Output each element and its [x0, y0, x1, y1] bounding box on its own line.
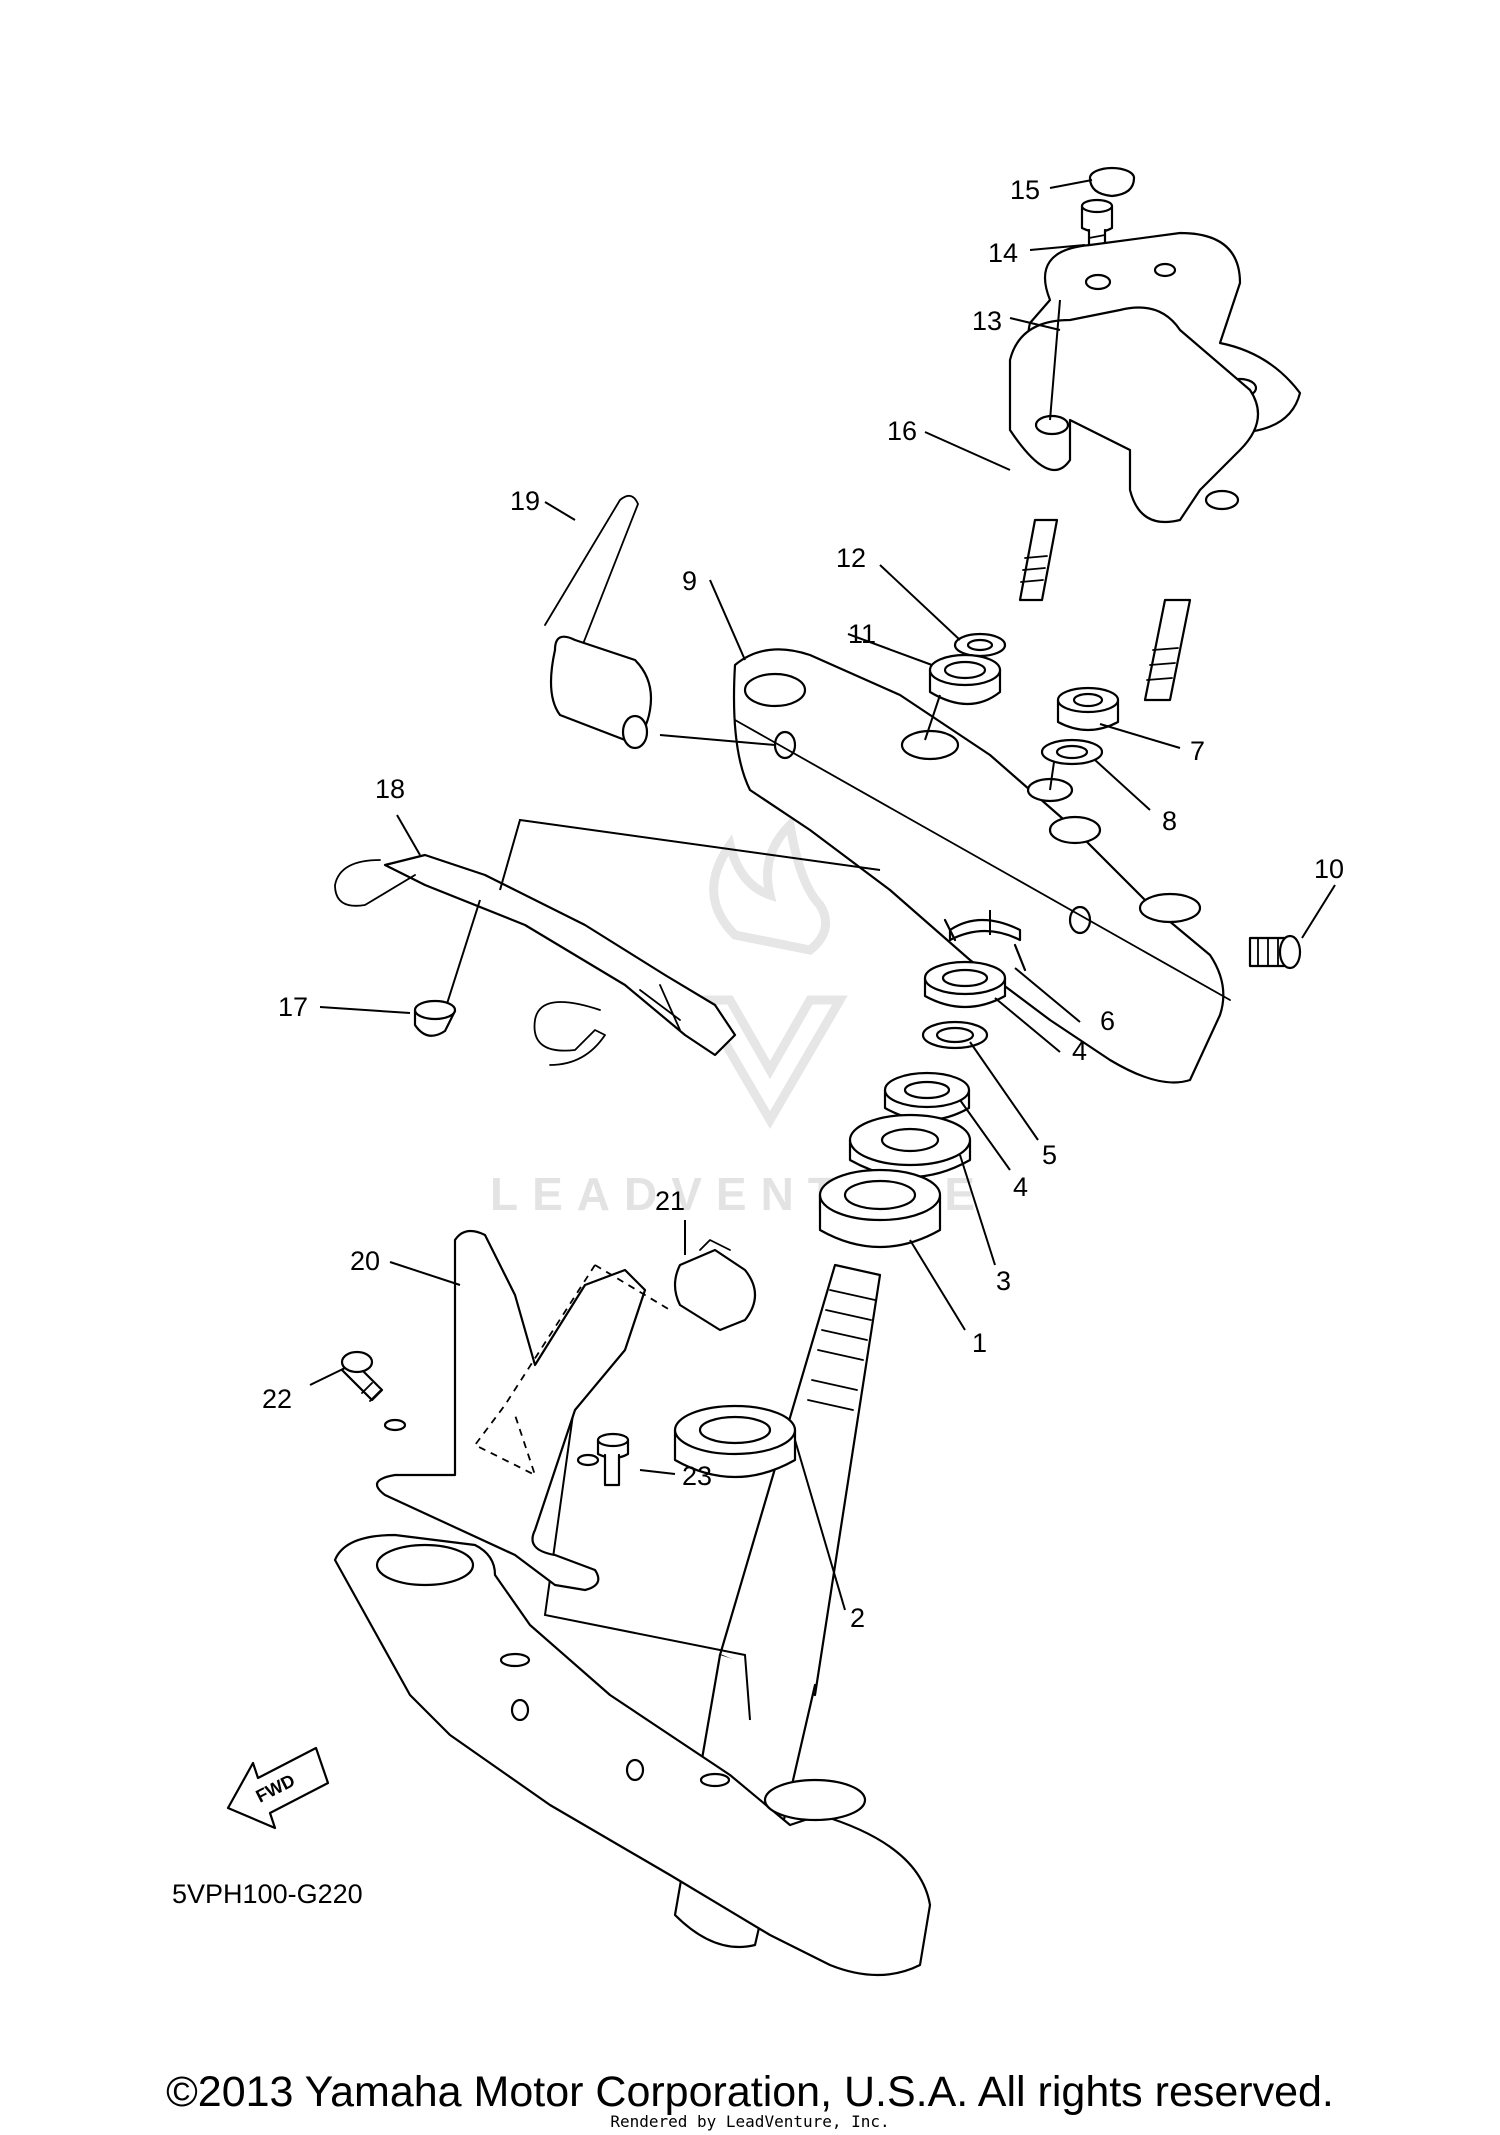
part-1-upper-bearing[interactable] [818, 1168, 942, 1249]
part-4-ring-nut-lower[interactable] [883, 1071, 971, 1122]
part-20-stay[interactable] [375, 1229, 647, 1592]
callout-2[interactable]: 2 [850, 1603, 865, 1633]
part-10-bolt[interactable] [1248, 934, 1302, 970]
fwd-direction-arrow: FWD [226, 1746, 330, 1830]
callout-leaders [309, 179, 1336, 1611]
part-23-bolt[interactable] [596, 1432, 630, 1487]
callout-3[interactable]: 3 [996, 1266, 1011, 1296]
part-22-bolt[interactable] [340, 1350, 384, 1402]
callout-10[interactable]: 10 [1314, 854, 1344, 884]
part-17-nut[interactable] [413, 999, 457, 1037]
part-6-lock-washer[interactable] [943, 918, 1027, 972]
callout-labels: 1 2 3 4 4 5 6 7 8 9 10 11 12 13 14 15 16… [262, 175, 1344, 1633]
part-2-lower-bearing[interactable] [673, 1404, 797, 1479]
callout-11[interactable]: 11 [848, 619, 876, 649]
callout-4-upper[interactable]: 4 [1072, 1036, 1087, 1066]
part-21-clip[interactable] [673, 1239, 757, 1332]
part-18-cable-guide[interactable] [334, 853, 737, 1066]
lower-bracket[interactable] [333, 1533, 932, 1977]
callout-13[interactable]: 13 [972, 306, 1002, 336]
callout-22[interactable]: 22 [262, 1384, 292, 1414]
callout-1[interactable]: 1 [972, 1328, 987, 1358]
callout-18[interactable]: 18 [375, 774, 405, 804]
part-19-clip[interactable] [544, 494, 653, 750]
callout-5[interactable]: 5 [1042, 1140, 1057, 1170]
part-7-nut[interactable] [1056, 686, 1120, 732]
part-16-lower-handlebar-holder[interactable] [1008, 306, 1260, 702]
callout-19[interactable]: 19 [510, 486, 540, 516]
callout-9[interactable]: 9 [682, 566, 697, 596]
callout-21[interactable]: 21 [655, 1186, 685, 1216]
copyright-notice: ©2013 Yamaha Motor Corporation, U.S.A. A… [166, 2068, 1334, 2116]
diagram-code: 5VPH100-G220 [172, 1879, 363, 1909]
callout-16[interactable]: 16 [887, 416, 917, 446]
part-3-bearing-cover[interactable] [848, 1113, 972, 1179]
part-8-washer[interactable] [1040, 738, 1104, 766]
callout-7[interactable]: 7 [1190, 736, 1205, 766]
part-5-washer[interactable] [921, 1020, 989, 1050]
part-11-damper[interactable] [928, 653, 1002, 705]
callout-17[interactable]: 17 [278, 992, 308, 1022]
rendered-by-notice: Rendered by LeadVenture, Inc. [610, 2112, 890, 2131]
part-9-upper-bracket[interactable] [732, 648, 1231, 1084]
part-12-washer[interactable] [953, 632, 1007, 658]
callout-6[interactable]: 6 [1100, 1006, 1115, 1036]
callout-20[interactable]: 20 [350, 1246, 380, 1276]
callout-15[interactable]: 15 [1010, 175, 1040, 205]
callout-23[interactable]: 23 [682, 1461, 712, 1491]
callout-4-lower[interactable]: 4 [1013, 1172, 1028, 1202]
part-4-ring-nut-upper[interactable] [923, 960, 1007, 1009]
callout-14[interactable]: 14 [988, 238, 1018, 268]
callout-12[interactable]: 12 [836, 543, 866, 573]
callout-8[interactable]: 8 [1162, 806, 1177, 836]
part-15-cap[interactable] [1088, 166, 1136, 198]
